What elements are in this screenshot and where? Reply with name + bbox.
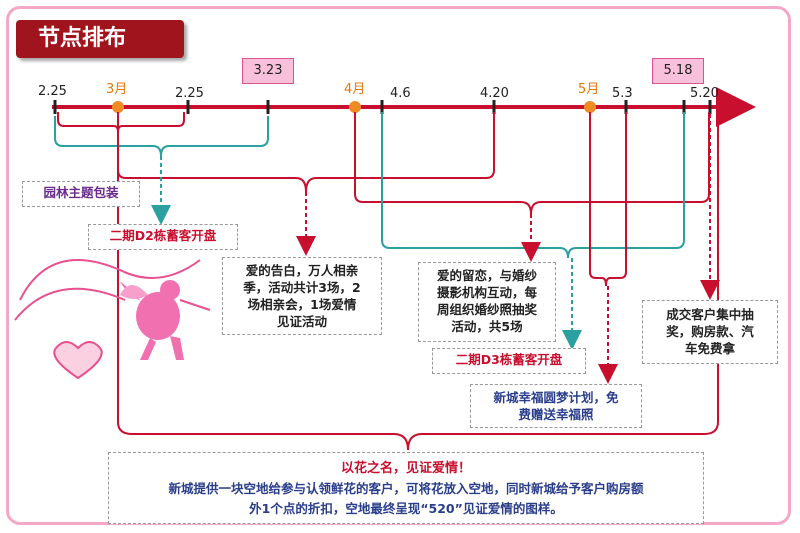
tag-5-18: 5.18 [652, 58, 704, 84]
box-love-confess-line: 季，活动共计3场，2 [243, 280, 361, 295]
flower-title: 以花之名，见证爱情！ [340, 461, 471, 476]
box-garden-theme: 园林主题包装 [22, 181, 140, 207]
brace-teal-late [381, 112, 685, 259]
box-d3-open: 二期D3栋蓄客开盘 [432, 348, 586, 374]
box-love-stay-line: 爱的留恋，与婚纱 [436, 268, 537, 283]
brace-red-mid [117, 112, 495, 193]
label-may: 5月 [578, 82, 600, 97]
brace-red-late [354, 112, 710, 215]
brace-225-225 [57, 112, 185, 133]
box-lottery-line: 奖，购房款、汽 [666, 324, 754, 339]
box-love-confess-line: 爱的告白，万人相亲 [245, 263, 359, 278]
label-april: 4月 [344, 82, 366, 97]
box-love-stay-line: 周组织婚纱照抽奖 [436, 302, 537, 317]
box-love-stay: 爱的留恋，与婚纱 摄影机构互动，每 周组织婚纱照抽奖 活动，共5场 [418, 262, 556, 342]
tag-3-23: 3.23 [242, 58, 294, 84]
box-love-stay-line: 摄影机构互动，每 [436, 285, 537, 300]
box-lottery: 成交客户集中抽 奖，购房款、汽 车免费拿 [642, 300, 778, 364]
box-lottery-line: 成交客户集中抽 [666, 307, 754, 322]
box-love-confess-line: 见证活动 [276, 314, 327, 329]
flower-body-line: 新城提供一块空地给参与认领鲜花的客户，可将花放入空地，同时新城给予客户购房额 [168, 481, 644, 496]
box-d2-open: 二期D2栋蓄客开盘 [88, 224, 238, 250]
box-lottery-line: 车免费拿 [684, 341, 735, 356]
month-dots [112, 101, 596, 113]
label-4-20: 4.20 [480, 86, 509, 101]
label-4-6: 4.6 [390, 86, 411, 101]
box-happy-plan: 新城幸福圆梦计划，免 费赠送幸福照 [470, 384, 642, 428]
box-love-confess: 爱的告白，万人相亲 季，活动共计3场，2 场相亲会，1场爱情 见证活动 [222, 257, 382, 335]
label-2-25-a: 2.25 [38, 84, 67, 99]
page-title: 节点排布 [16, 20, 184, 58]
label-march: 3月 [106, 82, 128, 97]
brace-bottom [117, 112, 719, 451]
label-2-25-b: 2.25 [175, 86, 204, 101]
box-love-confess-line: 场相亲会，1场爱情 [247, 297, 357, 312]
timeline-ticks [53, 100, 712, 114]
cupid-icon [120, 280, 211, 360]
label-5-3: 5.3 [612, 86, 633, 101]
box-flower-campaign: 以花之名，见证爱情！ 新城提供一块空地给参与认领鲜花的客户，可将花放入空地，同时… [108, 452, 704, 524]
cupid-heart-icon [14, 259, 201, 380]
brace-red-may [589, 112, 627, 287]
box-happy-plan-line: 费赠送幸福照 [518, 407, 594, 422]
box-happy-plan-line: 新城幸福圆梦计划，免 [493, 390, 619, 405]
box-love-stay-line: 活动，共5场 [451, 319, 523, 334]
flower-body-line: 外1个点的折扣，空地最终呈现“520”见证爱情的图样。 [249, 501, 563, 516]
label-5-20: 5.20 [690, 86, 719, 101]
brace-teal-early [54, 116, 269, 157]
